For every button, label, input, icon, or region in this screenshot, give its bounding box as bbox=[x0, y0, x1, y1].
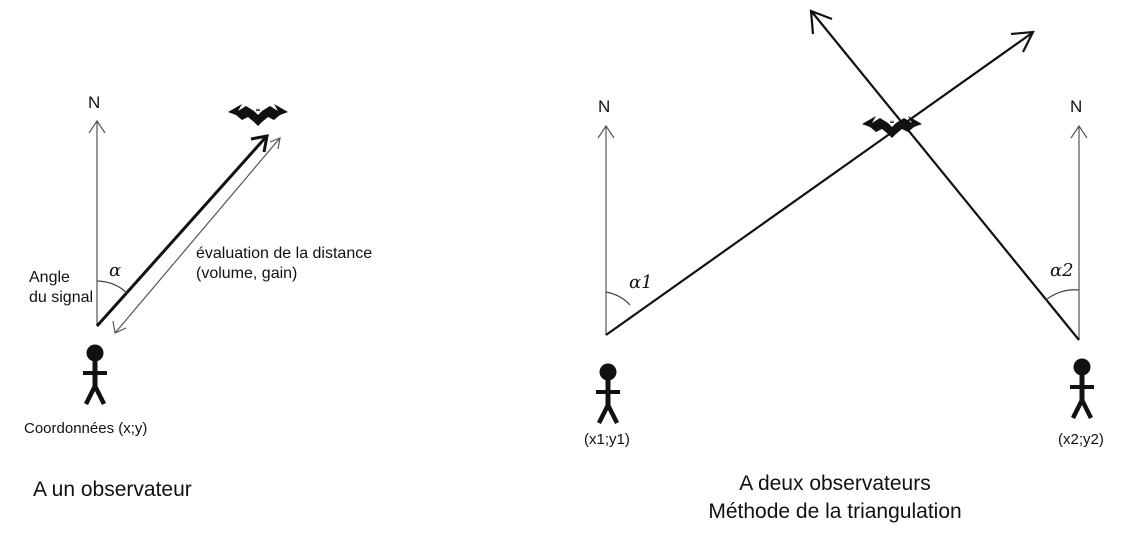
observer-2-icon bbox=[1070, 359, 1094, 419]
alpha2-angle-arc bbox=[1045, 289, 1080, 301]
bearing-line-observer-2 bbox=[809, 9, 1080, 341]
coordinates-label: Coordonnées (x;y) bbox=[24, 420, 148, 437]
caption-two-observers-line-2: Méthode de la triangulation bbox=[708, 500, 962, 524]
alpha-angle-arc bbox=[96, 280, 128, 294]
alpha2-label: α2 bbox=[1050, 260, 1074, 281]
bat-icon bbox=[228, 104, 288, 126]
distance-label-line-2: (volume, gain) bbox=[196, 265, 298, 282]
north-label-observer-2: N bbox=[1070, 97, 1083, 116]
north-arrow-observer-2 bbox=[1070, 124, 1088, 340]
distance-label-line-1: évaluation de la distance bbox=[196, 245, 373, 262]
left-bearing-arrow bbox=[95, 134, 269, 327]
caption-single-observer: A un observateur bbox=[33, 478, 192, 501]
alpha1-label: α1 bbox=[629, 272, 653, 293]
caption-two-observers-line-1: A deux observateurs bbox=[739, 472, 931, 495]
distance-label: évaluation de la distance (volume, gain) bbox=[196, 244, 372, 284]
coordinates-observer-2: (x2;y2) bbox=[1058, 431, 1104, 448]
north-arrow-observer-1 bbox=[597, 124, 615, 335]
angle-label-line-2: du signal bbox=[29, 289, 94, 306]
alpha1-angle-arc bbox=[605, 291, 631, 306]
alpha-label: α bbox=[109, 260, 122, 281]
coordinates-observer-1: (x1;y1) bbox=[584, 431, 630, 448]
observer-icon bbox=[83, 345, 107, 405]
angle-label: Angle du signal bbox=[29, 268, 93, 308]
angle-label-line-1: Angle bbox=[29, 269, 70, 286]
left-north-arrow bbox=[88, 119, 106, 326]
north-label-observer-1: N bbox=[598, 97, 611, 116]
bearing-line-observer-1 bbox=[605, 30, 1035, 336]
observer-1-icon bbox=[596, 364, 620, 424]
distance-double-arrow bbox=[112, 137, 281, 334]
north-label: N bbox=[88, 93, 101, 112]
caption-two-observers: A deux observateurs Méthode de la triang… bbox=[640, 470, 1030, 527]
